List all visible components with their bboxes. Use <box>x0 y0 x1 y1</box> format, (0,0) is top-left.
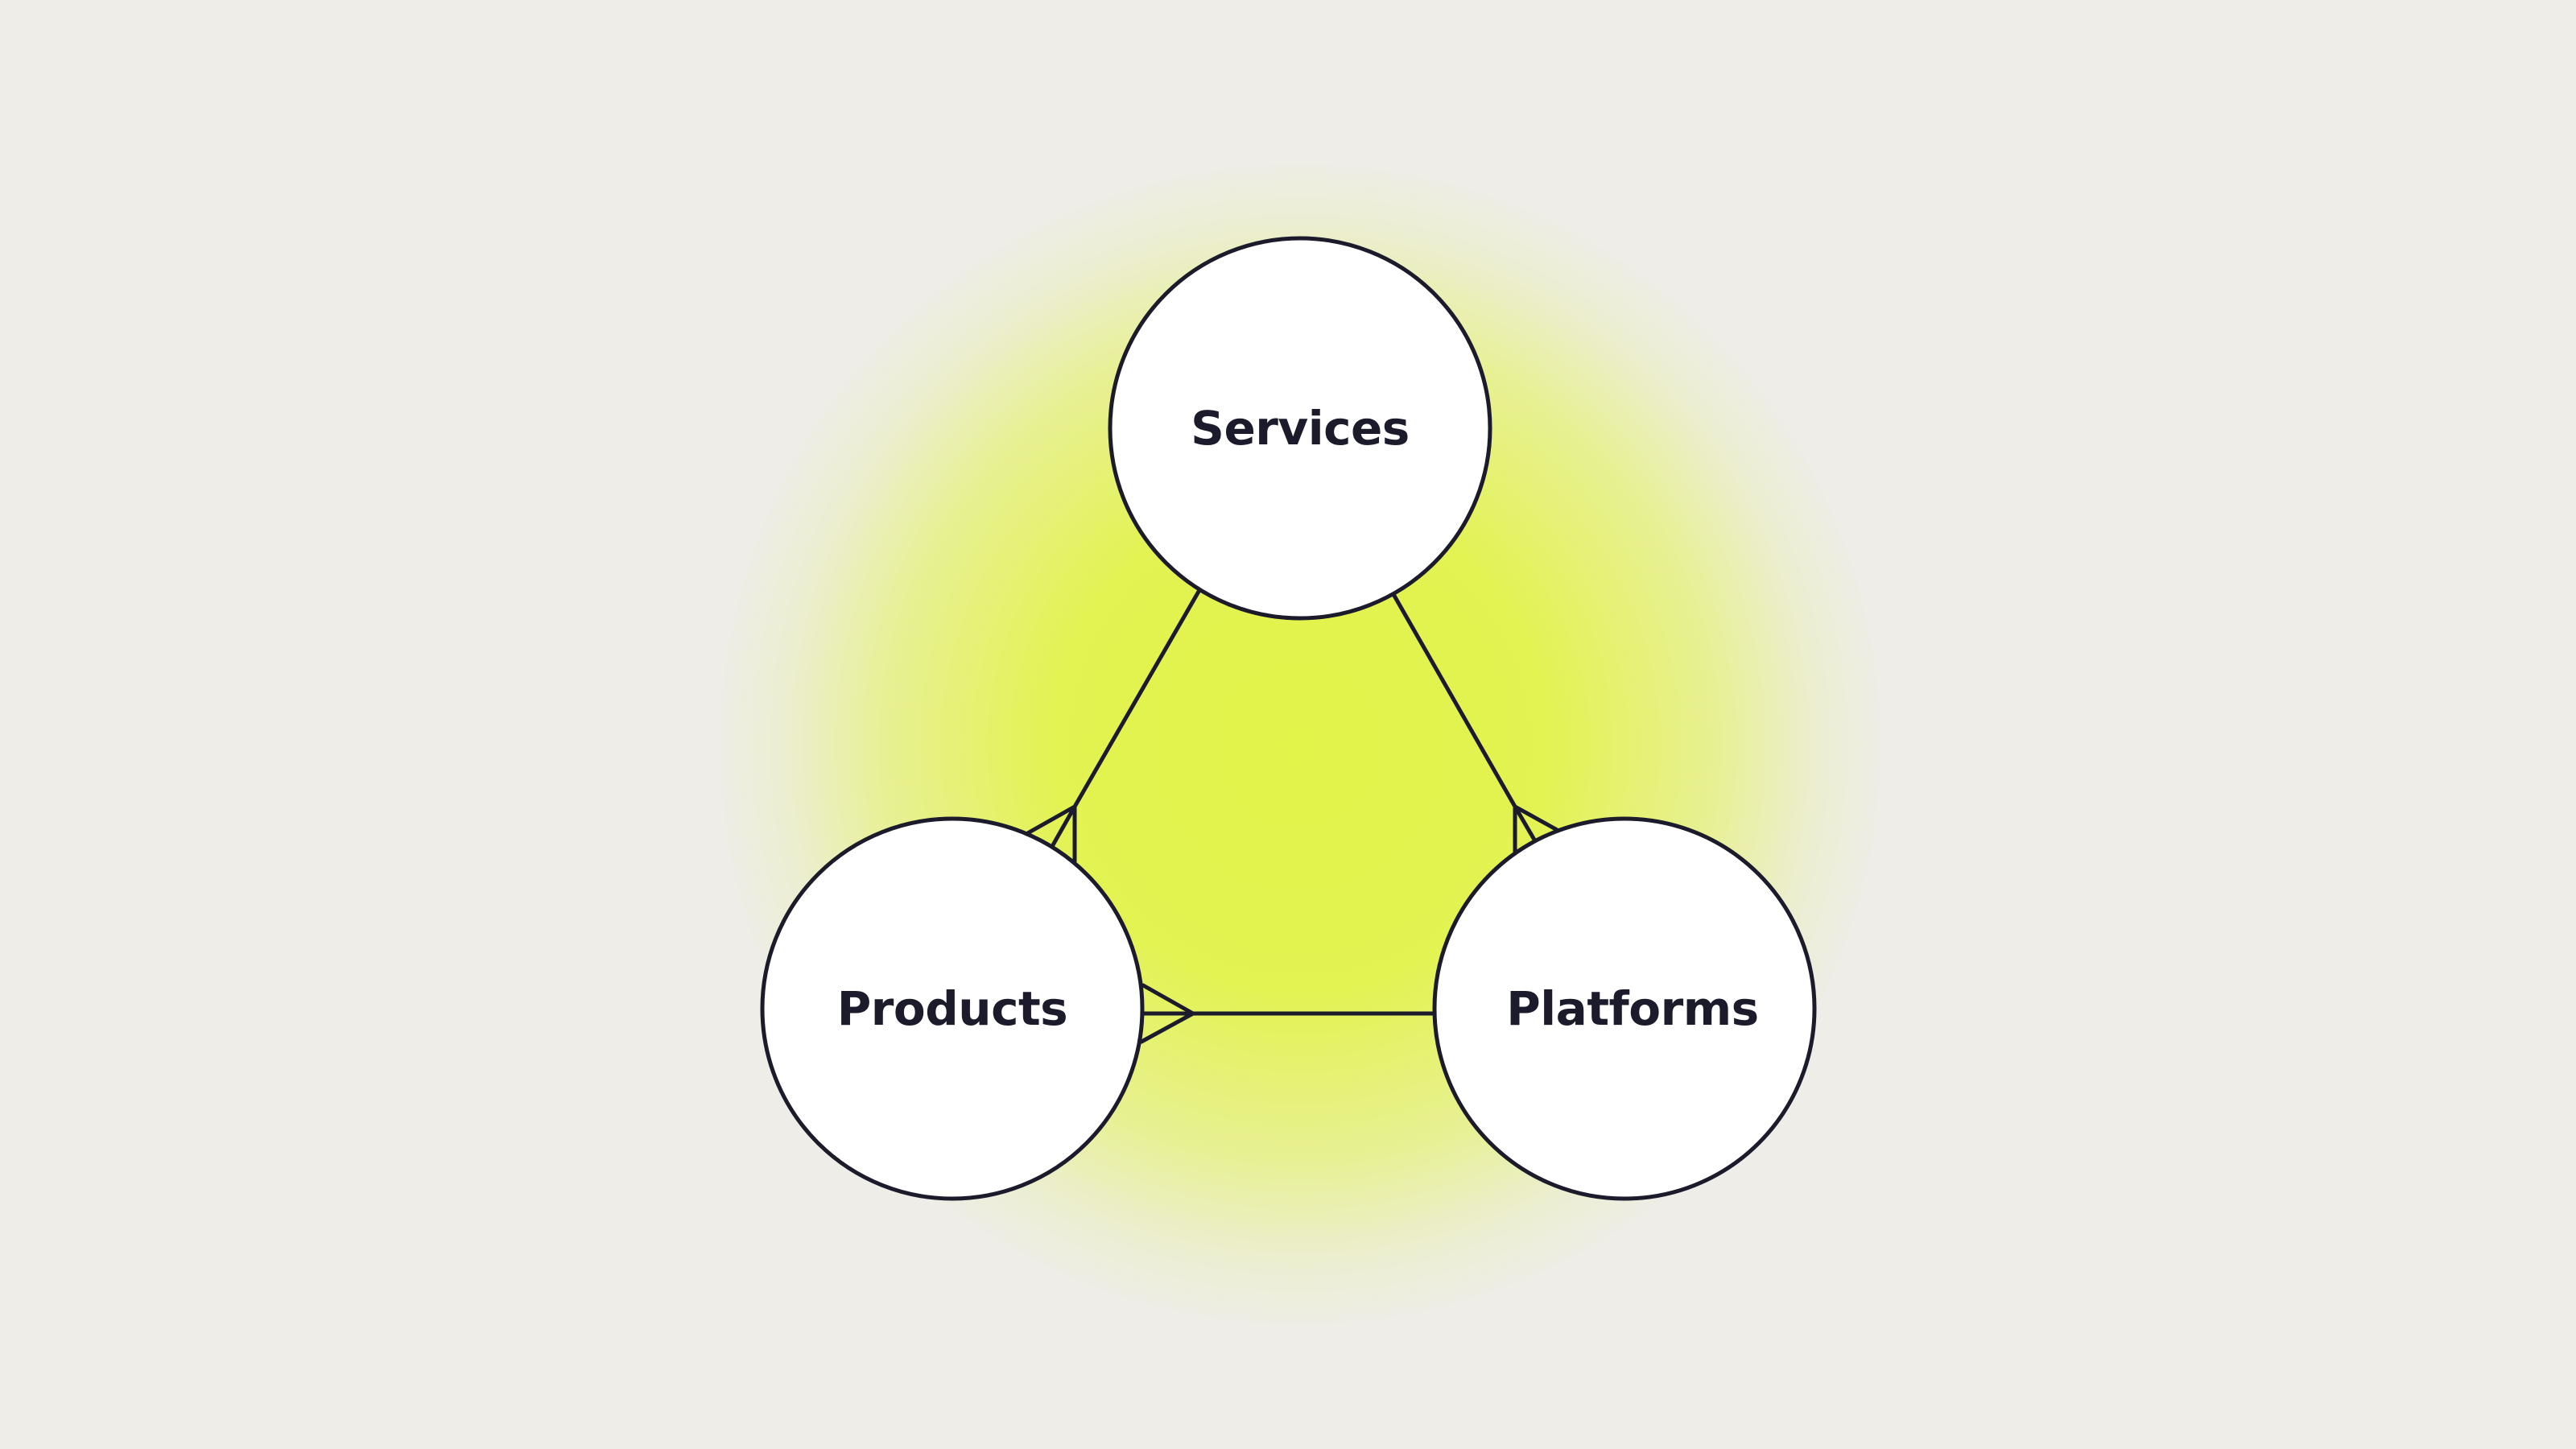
crow-foot-icon <box>1139 983 1195 1044</box>
connector-platforms-products <box>1139 983 1437 1044</box>
crow-foot-icon <box>1513 804 1563 856</box>
connector-services-products <box>1022 588 1202 864</box>
node-platforms-label: Platforms <box>1506 981 1758 1036</box>
node-services[interactable]: Services <box>1108 236 1492 621</box>
node-products-label: Products <box>837 981 1067 1036</box>
connectors <box>1022 588 1563 1044</box>
connector-services-platforms <box>1392 593 1563 856</box>
node-products[interactable]: Products <box>760 816 1145 1201</box>
node-platforms-circle <box>1432 816 1817 1201</box>
node-products-circle <box>760 816 1145 1201</box>
node-platforms[interactable]: Platforms <box>1432 816 1817 1201</box>
crow-foot-icon <box>1022 804 1077 864</box>
node-services-circle <box>1108 236 1492 621</box>
node-services-label: Services <box>1191 401 1410 456</box>
